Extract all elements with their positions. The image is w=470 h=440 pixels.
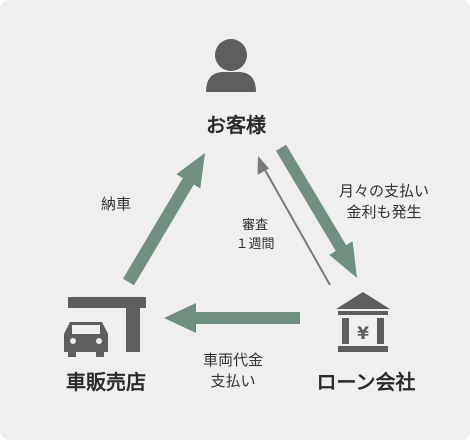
bank-yen-icon: ¥: [336, 292, 390, 352]
review-label-line2: １週間: [235, 237, 275, 252]
dealer-label: 車販売店: [66, 370, 146, 394]
customer-label: お客様: [206, 113, 266, 137]
delivery-label: 納車: [101, 194, 131, 215]
car-dealer-icon: [64, 297, 146, 357]
vehicle-payment-label: 車両代金 支払い: [203, 350, 263, 392]
payment-label-line1: 月々の支払い: [338, 182, 430, 200]
person-icon: [206, 39, 256, 92]
delivery-label-line1: 納車: [100, 195, 132, 213]
review-arrow: [257, 156, 331, 286]
delivery-arrow: [123, 153, 205, 286]
payment-label-line2: 金利も発生: [346, 203, 422, 221]
review-label-line1: 審査: [241, 218, 269, 233]
review-label: 審査 １週間: [235, 216, 274, 254]
payment-label: 月々の支払い 金利も発生: [339, 181, 429, 223]
svg-text:¥: ¥: [357, 324, 369, 344]
vehicle-payment-label-line2: 支払い: [210, 372, 256, 390]
vehicle-payment-arrow: [164, 303, 300, 333]
loan-company-label: ローン会社: [316, 370, 416, 394]
payment-arrow: [275, 144, 357, 278]
vehicle-payment-label-line1: 車両代金: [202, 351, 264, 369]
